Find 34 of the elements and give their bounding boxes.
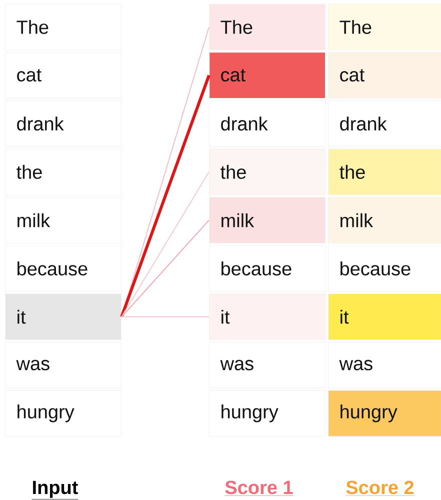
column-heading: Score 2: [345, 480, 415, 496]
token-cell: it: [5, 294, 122, 340]
attention-line: [120, 74, 210, 318]
score-cell: the: [328, 148, 441, 196]
score-cell: cat: [328, 52, 441, 99]
score-cell: because: [209, 245, 326, 292]
token-cell: cat: [5, 52, 122, 99]
score-cell: was: [328, 342, 441, 388]
token-cell: drank: [5, 100, 122, 147]
attention-line: [121, 171, 210, 318]
token-cell: hungry: [5, 390, 122, 437]
column-heading: Input: [32, 480, 78, 500]
score-cell: cat: [209, 52, 326, 99]
token-cell: the: [5, 148, 122, 196]
score-cell: milk: [209, 196, 326, 244]
score-cell: hungry: [328, 390, 441, 437]
token-cell: because: [5, 245, 122, 292]
score-cell: because: [328, 245, 441, 292]
column-heading: Score 1: [224, 480, 294, 496]
score-cell: it: [209, 294, 326, 340]
score-cell: was: [209, 342, 326, 388]
score-cell: drank: [209, 100, 326, 147]
score-cell: The: [209, 4, 326, 50]
score-cell: the: [209, 148, 326, 196]
score-cell: hungry: [209, 390, 326, 437]
token-cell: milk: [5, 196, 122, 244]
token-cell: The: [5, 4, 122, 50]
score-cell: it: [328, 294, 441, 340]
score-cell: The: [328, 4, 441, 50]
attention-line: [121, 220, 210, 318]
attention-line: [121, 316, 210, 318]
token-cell: was: [5, 342, 122, 388]
score-cell: drank: [328, 100, 441, 147]
score-cell: milk: [328, 196, 441, 244]
